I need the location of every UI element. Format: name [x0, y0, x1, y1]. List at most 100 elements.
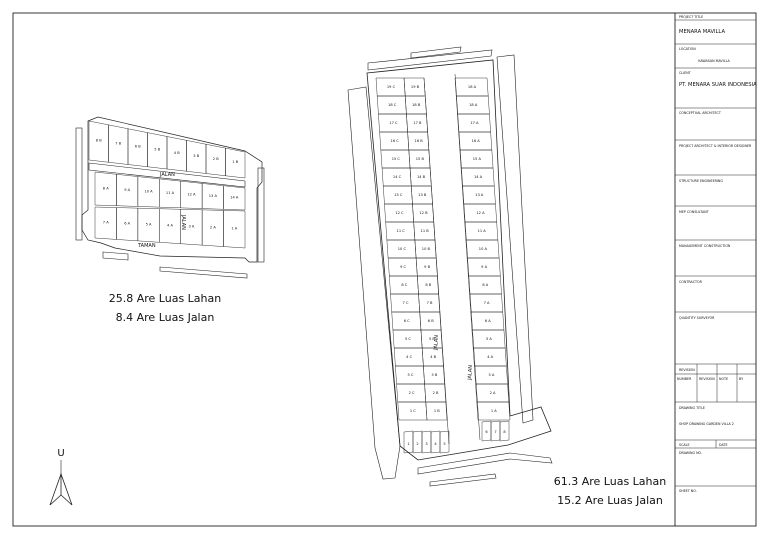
right-lot-b: 1 B [425, 401, 448, 421]
right-lot-a: 7 A [469, 293, 503, 313]
lot-label: 5 A [486, 337, 492, 341]
lot-label: 11 C [397, 229, 406, 233]
lot-label: 4 B [174, 151, 180, 155]
sheet-border [12, 12, 757, 527]
left-dim-strip-east [257, 167, 265, 263]
right-dim-strip-east [496, 54, 534, 424]
left-bottom-lot: 6 A [116, 207, 139, 242]
right-land-area: 61.3 Are Luas Lahan [554, 475, 667, 488]
right-lot-c: 2 C [396, 383, 427, 403]
lot-label: 16 C [391, 139, 400, 143]
right-lot-b: 12 B [412, 203, 434, 223]
north-label: U [57, 448, 64, 459]
lot-label: 1 A [231, 227, 237, 231]
lot-label: 6 B [428, 319, 434, 323]
left-dim-strip-south [159, 266, 248, 279]
tb-revision-label: REVISION [679, 368, 695, 372]
right-lot-c: 4 C [393, 347, 424, 367]
right-lot-b: 8 B [417, 275, 439, 295]
right-lot-a: 18 A [454, 77, 489, 97]
road-edge-east [454, 73, 481, 441]
tb-date-label: DATE [719, 443, 728, 447]
lot-label: 10 A [479, 247, 488, 251]
lot-label: 18 C [388, 103, 397, 107]
lot-label: 17 C [389, 121, 398, 125]
left-dim-strip-southwest [102, 251, 129, 261]
right-lot-a: 9 A [466, 257, 501, 277]
right-lot-a: 16 A [458, 131, 493, 151]
right-lot-b: 11 B [413, 221, 436, 241]
lot-label: 16 B [415, 139, 424, 143]
lot-label: 6 A [485, 319, 491, 323]
left-top-lot: 1 B [225, 147, 246, 179]
lot-label: 13 A [209, 194, 218, 198]
left-bottom-lot: 5 A [137, 207, 160, 243]
lot-label: 2 B [433, 391, 439, 395]
lot-label: 16 A [472, 139, 481, 143]
right-lot-b: 17 B [406, 113, 428, 133]
right-bottom-lot: 2 [412, 430, 423, 454]
tb-revision-col-revision: REVISION [699, 377, 715, 381]
right-bottom-lot: 5 [439, 430, 450, 454]
right-lot-c: 9 C [387, 257, 418, 277]
lot-label: 8 C [401, 283, 407, 287]
right-lot-a: 2 A [475, 383, 510, 403]
right-lot-c: 17 C [378, 113, 408, 133]
left-road-band [88, 162, 246, 188]
lot-label: 8 A [482, 283, 488, 287]
right-lot-a: 11 A [464, 221, 499, 241]
left-middle-lot: 14 A [223, 185, 246, 211]
left-bottom-lot: 7 A [94, 206, 117, 240]
lot-label: 8 B [96, 139, 102, 143]
right-dim-strip-bottom [417, 452, 553, 475]
lot-label: 15 C [392, 157, 401, 161]
lot-label: 8 B [425, 283, 431, 287]
left-bottom-lot: 2 A [201, 209, 224, 247]
lot-label: 15 A [473, 157, 482, 161]
tb-drawing-no-label: DRAWING NO. [679, 451, 702, 455]
right-road-label-2: JALAN [467, 365, 474, 382]
lot-label: 12 C [395, 211, 404, 215]
right-lot-c: 13 C [383, 185, 413, 205]
lot-label: 6 [485, 430, 488, 434]
lot-label: 13 C [394, 193, 403, 197]
lot-label: 4 [434, 442, 437, 446]
right-lot-c: 6 C [391, 311, 422, 331]
left-top-lot: 5 B [147, 132, 168, 170]
tb-sheet-label: SHEET NO. [679, 489, 697, 493]
right-lot-a: 8 A [468, 275, 502, 295]
tb-drawing-title: SHOP DRAWING GARDEN VILLA 2 [679, 422, 734, 426]
north-arrow-icon [49, 460, 73, 506]
lot-label: 10 A [144, 190, 153, 194]
lot-label: 9 C [400, 265, 406, 269]
lot-label: 5 C [405, 337, 411, 341]
right-lot-a: 15 A [459, 149, 494, 169]
tb-structure-label: STRUCTURE ENGINEERING [679, 179, 723, 183]
right-lot-b: 9 B [415, 257, 438, 277]
right-bottom-lot: 4 [430, 430, 441, 454]
lot-label: 18 A [469, 103, 478, 107]
lot-label: 18 B [412, 103, 421, 107]
right-lot-a: 1 A [476, 401, 511, 421]
title-block [675, 19, 756, 487]
lot-label: 5 B [154, 148, 160, 152]
right-dim-strip-top [367, 49, 493, 71]
right-lot-c: 16 C [379, 131, 410, 151]
left-road-label-vertical: JALAN [180, 214, 186, 230]
right-lot-a: 14 A [460, 167, 495, 187]
left-top-lot: 7 B [108, 124, 129, 165]
lot-label: 2 A [490, 391, 496, 395]
right-lot-a: 6 A [470, 311, 505, 331]
lot-label: 13 A [475, 193, 484, 197]
lot-label: 13 B [418, 193, 427, 197]
tb-drawing-title-label: DRAWING TITLE [679, 406, 705, 410]
tb-quantity-label: QUANTITY SURVEYOR [679, 316, 715, 320]
left-middle-lot: 10 A [137, 176, 160, 208]
right-lot-b: 13 B [411, 185, 433, 205]
lot-label: 7 [494, 430, 496, 434]
lot-label: 5 A [146, 223, 152, 227]
right-lot-b: 14 B [409, 167, 432, 187]
